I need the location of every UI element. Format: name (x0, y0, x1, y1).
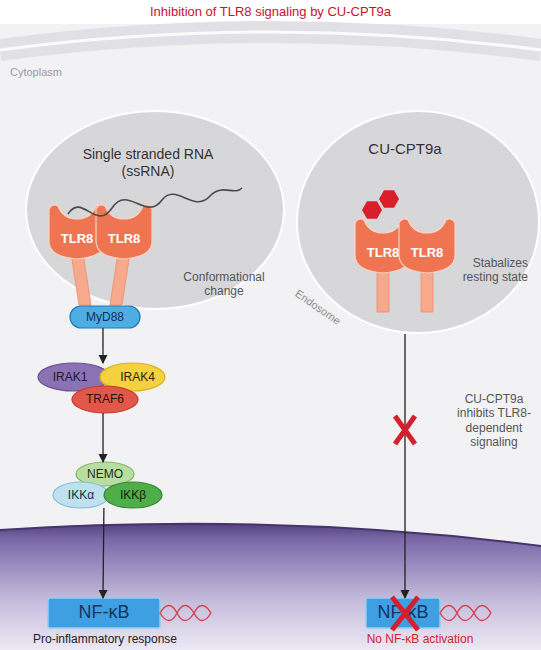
receptor-stem (71, 253, 91, 305)
cell-membrane (0, 32, 541, 50)
signal-arrow (102, 328, 103, 363)
kinase-ellipse: IKKα (53, 482, 109, 508)
node-label: IKKβ (120, 488, 146, 502)
outcome-label: Pro-inflammatory response (20, 632, 190, 646)
node-note: Conformational change (174, 270, 274, 299)
node-label: MyD88 (86, 310, 124, 324)
nucleus (0, 524, 541, 650)
receptor-ectodomain (96, 205, 152, 259)
tlr8-receptor-outline (96, 203, 152, 305)
tlr8-receptor-outline (399, 217, 455, 312)
transcription-factor-box: NF-κB (48, 598, 160, 628)
endosome: Single stranded RNA (ssRNA) Conformationa… (25, 110, 285, 310)
dna-helix (160, 606, 211, 621)
receptor-ectodomain (399, 219, 455, 273)
dna-helix (160, 606, 211, 621)
edge-label: CU-CPT9a inhibits TLR8-dependent signali… (448, 392, 540, 450)
receptor-stem (110, 253, 130, 305)
inhibitor-hexagon (362, 201, 382, 218)
block-cross (395, 416, 415, 444)
tlr8-receptor: TLR8 (96, 203, 152, 305)
receptor-stem (421, 267, 433, 312)
node-label: NF-κB (79, 602, 130, 624)
tlr8-receptor: TLR8 (399, 217, 455, 312)
protein-box (366, 598, 440, 628)
nuclear-envelope (0, 524, 541, 546)
dna-helix (440, 606, 491, 621)
signal-arrow (102, 413, 103, 462)
endosome-membrane (26, 111, 284, 309)
signal-arrow (102, 508, 104, 598)
node-label: IKKα (68, 488, 94, 502)
node-label: Single stranded RNA (ssRNA) (70, 146, 226, 180)
endosome-membrane (297, 111, 539, 333)
protein-ellipse (72, 386, 138, 413)
node-label: CU-CPT9a (355, 140, 455, 158)
outcome-label: No NF-κB activation (340, 632, 500, 646)
node-label: TLR8 (96, 231, 152, 247)
transcription-factor-box: NF-κB (366, 598, 440, 628)
node-label: IRAK1 (53, 370, 96, 384)
node-label: NF-κB (378, 602, 429, 624)
kinase-ellipse: IKKβ (104, 482, 162, 508)
block-cross (392, 597, 418, 630)
node-label: TLR8 (399, 245, 455, 261)
signal-arrow (404, 334, 405, 598)
node-label: IRAK4 (110, 370, 155, 384)
endosome: CU-CPT9aStabalizes resting stateTLR8TLR8 (296, 110, 540, 334)
protein-ellipse (104, 482, 162, 508)
protein-ellipse (53, 482, 109, 508)
protein-pill (70, 306, 140, 328)
diagram-title: Inhibition of TLR8 signaling by CU-CPT9a (0, 4, 541, 20)
protein-box (48, 598, 160, 628)
receptor-stem (377, 267, 389, 312)
cytoplasm-fill (0, 24, 541, 650)
dna-helix (440, 606, 491, 621)
adapter-pill: MyD88 (70, 306, 140, 328)
membrane-line (0, 32, 541, 50)
node-label: NEMO (87, 467, 123, 481)
adapter-ellipse: TRAF6 (72, 386, 138, 413)
inhibitor-hexagon (379, 190, 399, 207)
node-label: TRAF6 (86, 392, 124, 406)
ssrna-strand (68, 188, 242, 216)
region-label: Cytoplasm (10, 66, 110, 79)
